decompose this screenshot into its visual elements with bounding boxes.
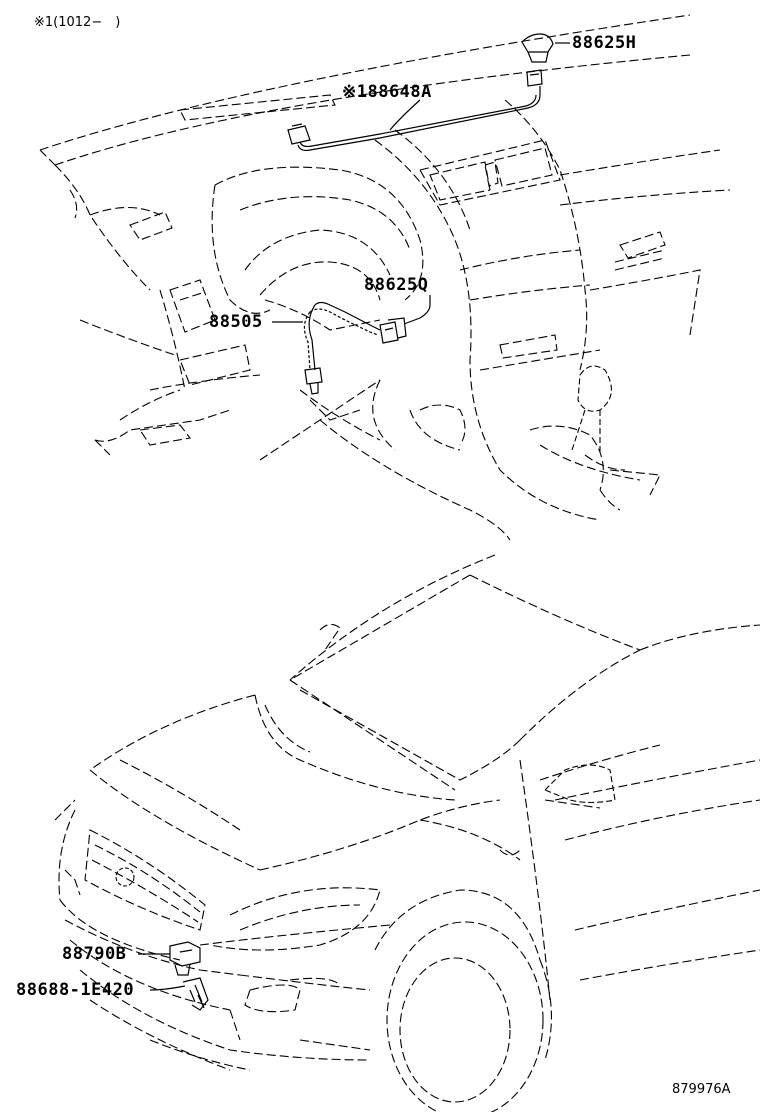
- part-label-88648a: ※188648A: [342, 82, 432, 102]
- leader-88625q: [403, 295, 431, 325]
- part-88688-1e420-bracket: [182, 977, 209, 1011]
- part-label-88625q: 88625Q: [364, 275, 429, 295]
- part-88790b-sensor: [169, 941, 201, 976]
- part-label-88505: 88505: [209, 312, 263, 332]
- part-label-88790b: 88790B: [62, 944, 127, 964]
- dashboard-outline: [39, 14, 731, 541]
- part-88505-sensor: [303, 301, 407, 395]
- part-88625h-sensor: [521, 33, 554, 95]
- part-88648a-harness: [287, 94, 541, 152]
- leader-88688-1e420: [149, 985, 186, 991]
- part-label-88625h: 88625H: [572, 33, 637, 53]
- car-outline: [54, 554, 760, 1112]
- applicability-note: ※1(1012− ): [34, 15, 121, 30]
- leader-88648a: [389, 99, 421, 131]
- figure-number: 879976A: [672, 1082, 731, 1097]
- part-label-88688-1e420: 88688-1E420: [16, 980, 135, 1000]
